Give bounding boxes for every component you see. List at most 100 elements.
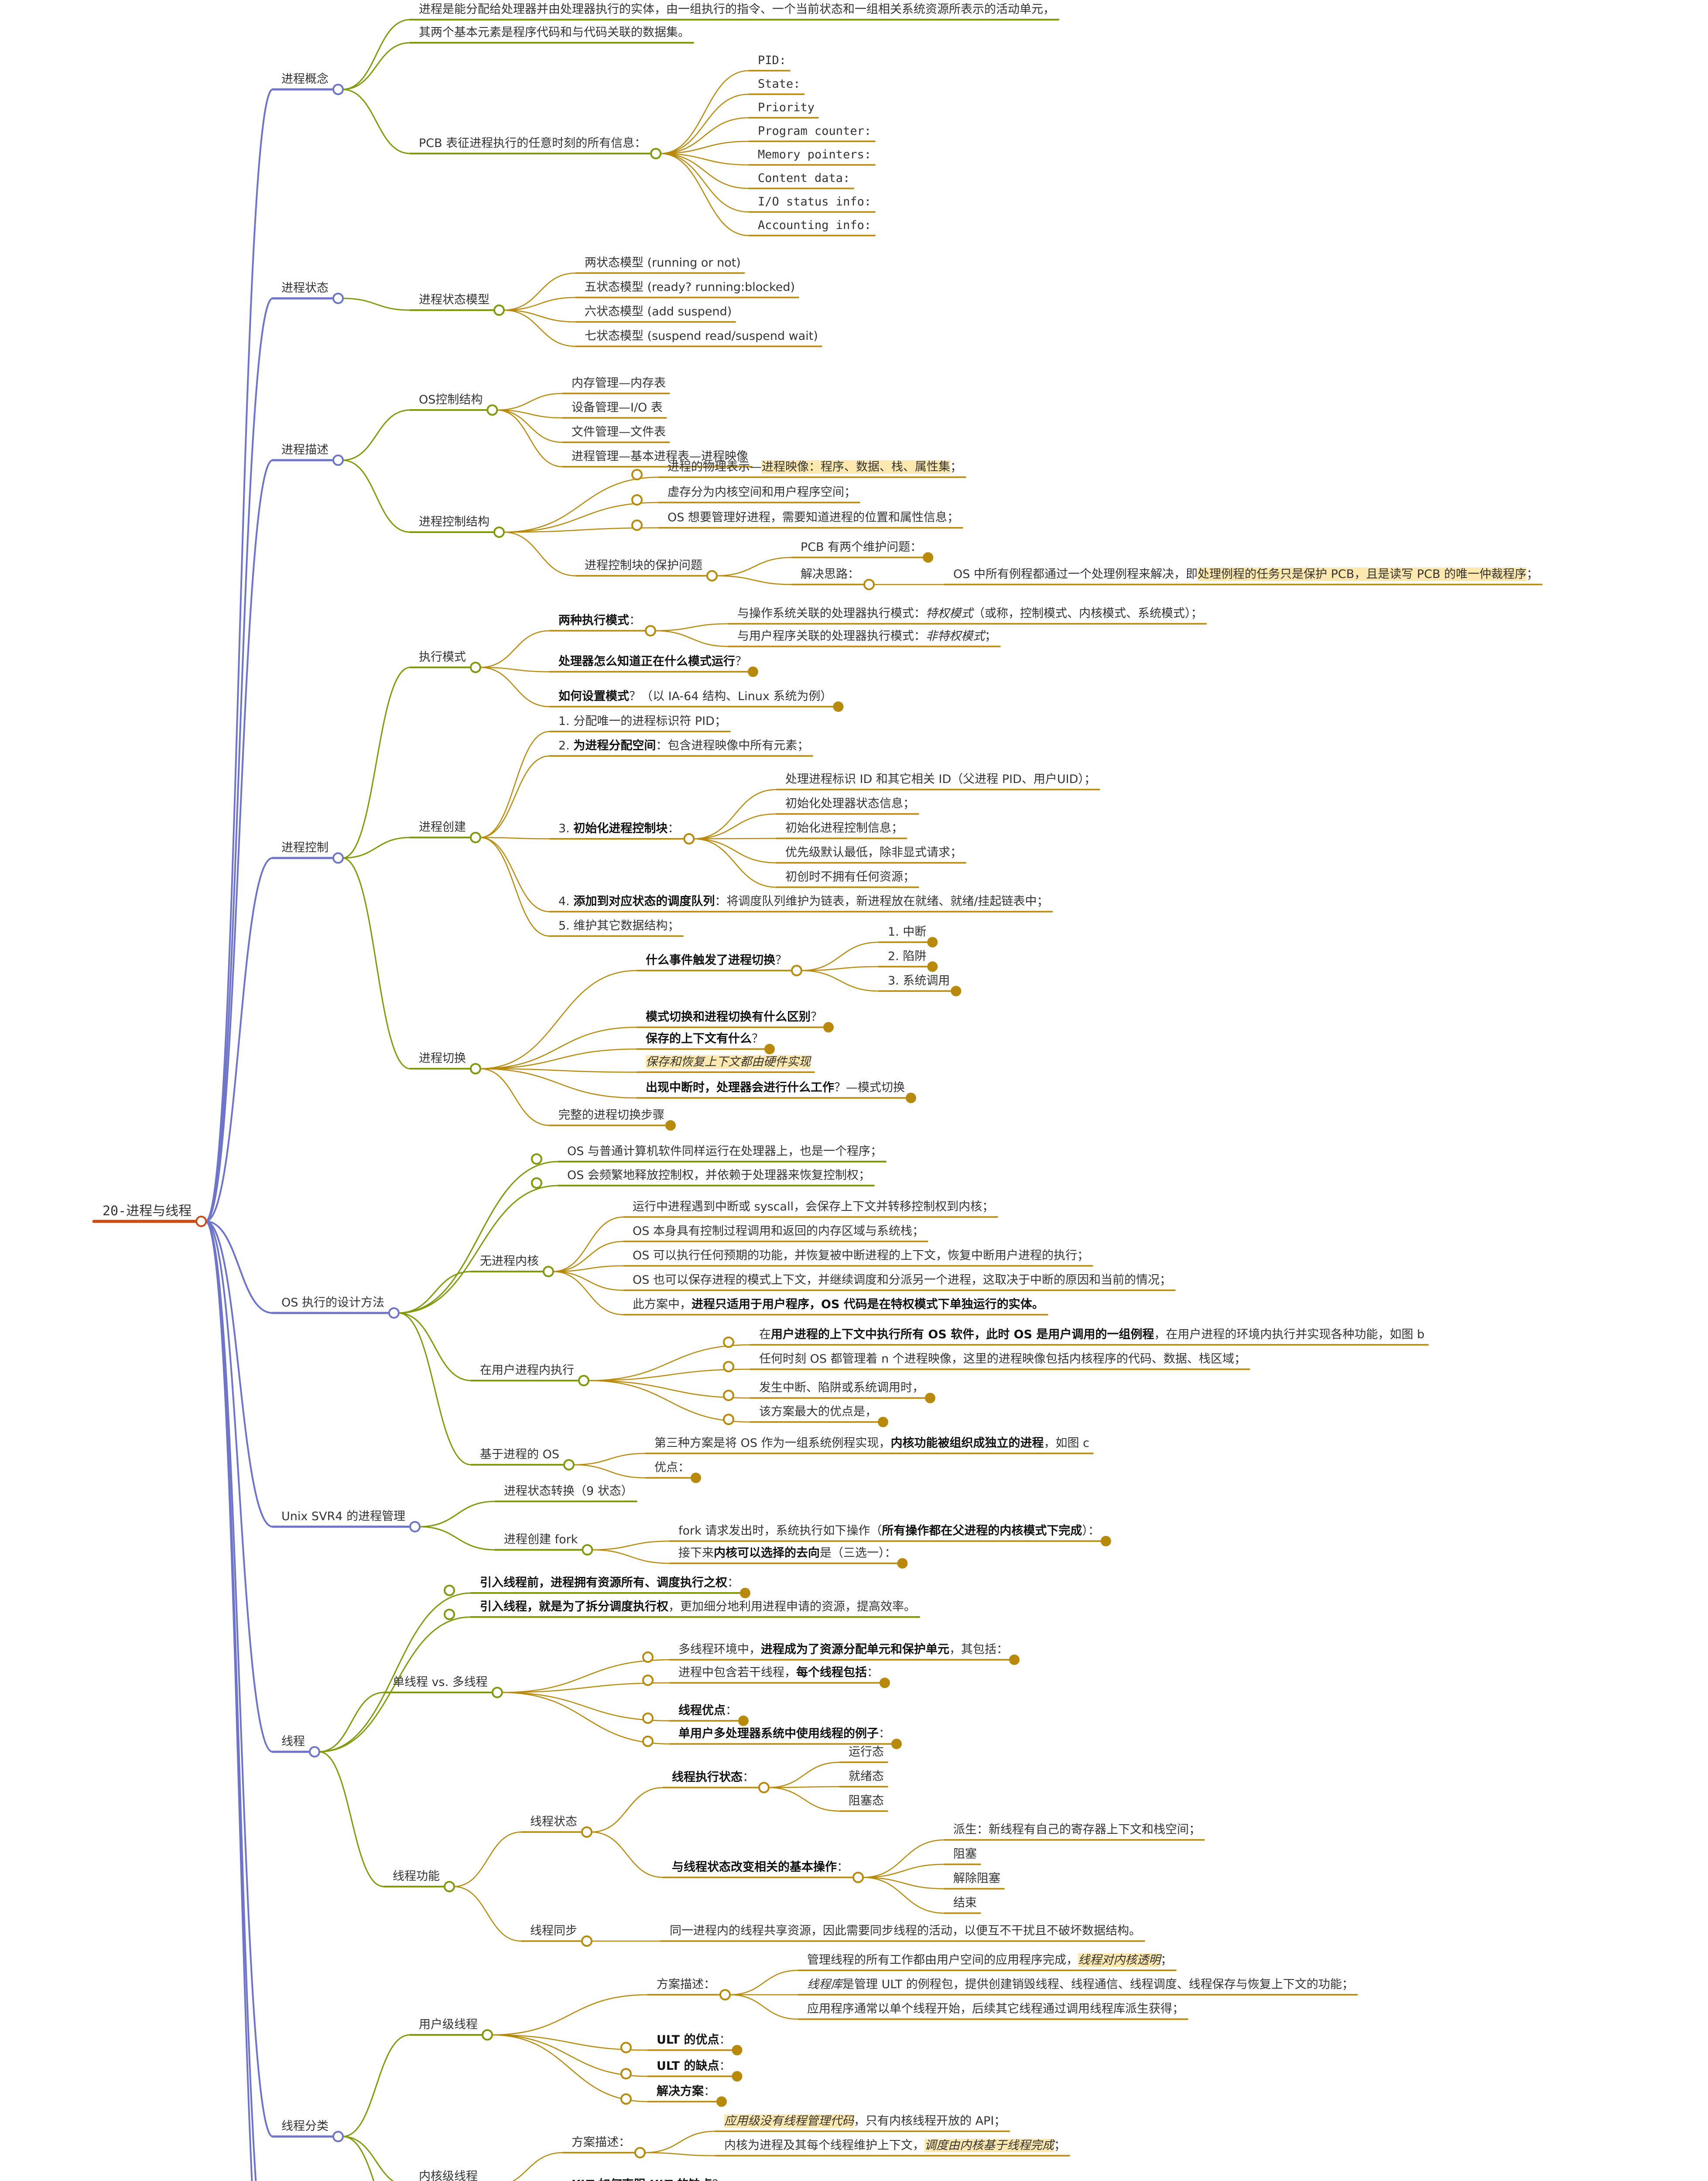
thread-state-ops[interactable]: 与线程状态改变相关的基本操作：	[672, 1860, 849, 1875]
process-based-os-item[interactable]: 第三种方案是将 OS 作为一组系统例程实现，内核功能被组织成独立的进程，如图 c	[654, 1436, 1089, 1451]
thread-exec-states[interactable]: 线程执行状态：	[672, 1770, 754, 1785]
pcb-init-item[interactable]: 优先级默认最低，除非显式请求；	[785, 845, 962, 860]
os-control-structures[interactable]: OS控制结构	[419, 393, 483, 407]
pcb-field[interactable]: Memory pointers:	[758, 147, 871, 162]
fork-item[interactable]: fork 请求发出时，系统执行如下操作（所有操作都在父进程的内核模式下完成）：	[678, 1524, 1100, 1538]
saved-context-question[interactable]: 保存的上下文有什么？	[646, 1032, 763, 1046]
user-process-item[interactable]: 发生中断、陷阱或系统调用时，	[759, 1381, 924, 1395]
creation-step[interactable]: 1. 分配唯一的进程标识符 PID；	[558, 714, 726, 729]
topic-os-execution-design[interactable]: OS 执行的设计方法	[281, 1296, 384, 1310]
process-based-os[interactable]: 基于进程的 OS	[480, 1447, 559, 1462]
nonprocess-kernel-item[interactable]: 此方案中，进程只适用于用户程序，OS 代码是在特权模式下单独运行的实体。	[633, 1297, 1044, 1312]
user-process-item[interactable]: 任何时刻 OS 都管理着 n 个进程映像，这里的进程映像包括内核程序的代码、数据…	[759, 1352, 1246, 1367]
execution-modes[interactable]: 执行模式	[419, 650, 466, 665]
pcb-init-item[interactable]: 处理进程标识 ID 和其它相关 ID（父进程 PID、用户UID）；	[785, 772, 1096, 787]
pcb-field[interactable]: Program counter:	[758, 124, 871, 139]
mode-setting-question[interactable]: 如何设置模式？（以 IA-64 结构、Linux 系统为例）	[558, 689, 832, 704]
ult-scheme-item[interactable]: 应用程序通常以单个线程开始，后续其它线程通过调用线程库派生获得；	[807, 2002, 1184, 2017]
thread-op-item[interactable]: 解除阻塞	[953, 1871, 1000, 1886]
thread-op-item[interactable]: 派生：新线程有自己的寄存器上下文和栈空间；	[953, 1822, 1201, 1837]
pcb-maintenance-issues[interactable]: PCB 有两个维护问题：	[801, 540, 922, 555]
pcb-field[interactable]: State:	[758, 77, 801, 92]
ult-scheme-item[interactable]: 管理线程的所有工作都由用户空间的应用程序完成，线程对内核透明；	[807, 1953, 1172, 1968]
topic-thread-classification[interactable]: 线程分类	[281, 2119, 329, 2134]
concept-elements[interactable]: 其两个基本元素是程序代码和与代码关联的数据集。	[419, 25, 690, 40]
fork-item[interactable]: 接下来内核可以选择的去向是（三选一）：	[678, 1546, 897, 1561]
klt-scheme-item[interactable]: 应用级没有线程管理代码，只有内核线程开放的 API；	[724, 2114, 1006, 2129]
pcb-init-item[interactable]: 初始化处理器状态信息；	[785, 797, 915, 811]
svr4-fork[interactable]: 进程创建 fork	[504, 1532, 578, 1547]
solution-idea[interactable]: 解决思路：	[801, 567, 859, 582]
two-exec-modes[interactable]: 两种执行模式：	[558, 613, 641, 628]
control-table-item[interactable]: 进程管理—基本进程表—进程映像	[572, 449, 748, 464]
topic-process-control[interactable]: 进程控制	[281, 841, 329, 855]
process-control-structures[interactable]: 进程控制结构	[419, 515, 489, 530]
klt-scheme-item[interactable]: 内核为进程及其每个线程维护上下文，调度由内核基于线程完成；	[724, 2138, 1066, 2153]
ult-pros[interactable]: ULT 的优点：	[657, 2033, 731, 2048]
svr4-state-transitions[interactable]: 进程状态转换（9 状态）	[504, 1484, 633, 1499]
user-process-item[interactable]: 该方案最大的优点是，	[759, 1405, 877, 1419]
state-model-item[interactable]: 七状态模型 (suspend read/suspend wait)	[585, 329, 818, 344]
pcb-field[interactable]: Content data:	[758, 171, 850, 186]
thread-functionality[interactable]: 线程功能	[393, 1869, 440, 1884]
solution-detail[interactable]: OS 中所有例程都通过一个处理例程来解决，即处理例程的任务只是保护 PCB，且是…	[953, 567, 1538, 582]
multithread-item[interactable]: 单用户多处理器系统中使用线程的例子：	[678, 1726, 890, 1741]
state-model-item[interactable]: 五状态模型 (ready? running:blocked)	[585, 280, 795, 295]
nonprocess-kernel-item[interactable]: 运行中进程遇到中断或 syscall，会保存上下文并转移控制权到内核；	[633, 1200, 994, 1214]
process-creation[interactable]: 进程创建	[419, 820, 466, 835]
state-model-item[interactable]: 两状态模型 (running or not)	[585, 256, 741, 270]
concept-definition[interactable]: 进程是能分配给处理器并由处理器执行的实体，由一组执行的指令、一个当前状态和一组相…	[419, 2, 1055, 17]
creation-step[interactable]: 4. 添加到对应状态的调度队列：将调度队列维护为链表，新进程放在就绪、就绪/挂起…	[558, 894, 1048, 909]
root-node[interactable]: 20-进程与线程	[103, 1204, 192, 1219]
single-vs-multi-thread[interactable]: 单线程 vs. 多线程	[393, 1675, 488, 1690]
pcb-field[interactable]: Priority	[758, 100, 815, 115]
execute-within-user-process[interactable]: 在用户进程内执行	[480, 1363, 574, 1378]
thread-sync[interactable]: 线程同步	[530, 1924, 577, 1938]
state-models[interactable]: 进程状态模型	[419, 293, 489, 308]
topic-process-state[interactable]: 进程状态	[281, 281, 329, 296]
ult-scheme-item[interactable]: 线程库是管理 ULT 的例程包，提供创建销毁线程、线程通信、线程调度、线程保存与…	[807, 1977, 1354, 1992]
multithread-item[interactable]: 进程中包含若干线程，每个线程包括：	[678, 1665, 879, 1680]
nonprocess-kernel[interactable]: 无进程内核	[480, 1254, 539, 1269]
pcb-field[interactable]: I/O status info:	[758, 195, 871, 209]
os-manage-note[interactable]: OS 想要管理好进程，需要知道进程的位置和属性信息；	[667, 510, 959, 525]
nonprocess-kernel-item[interactable]: OS 可以执行任何预期的功能，并恢复被中断进程的上下文，恢复中断用户进程的执行；	[633, 1248, 1089, 1263]
os-is-program[interactable]: OS 与普通计算机软件同样运行在处理器上，也是一个程序；	[567, 1144, 882, 1159]
thread-states[interactable]: 线程状态	[530, 1815, 577, 1829]
nonprocess-kernel-item[interactable]: OS 也可以保存进程的模式上下文，并继续调度和分派另一个进程，这取决于中断的原因…	[633, 1273, 1171, 1288]
thread-state-item[interactable]: 运行态	[849, 1745, 884, 1760]
pcb-init-item[interactable]: 初创时不拥有任何资源；	[785, 870, 915, 885]
unprivileged-mode[interactable]: 与用户程序关联的处理器执行模式：非特权模式；	[737, 629, 996, 644]
user-process-item[interactable]: 在用户进程的上下文中执行所有 OS 软件，此时 OS 是用户调用的一组例程，在用…	[759, 1327, 1424, 1342]
mode-detection-question[interactable]: 处理器怎么知道正在什么模式运行？	[558, 654, 747, 669]
thread-op-item[interactable]: 结束	[953, 1896, 977, 1911]
hardware-context-note[interactable]: 保存和恢复上下文都由硬件实现	[646, 1055, 811, 1070]
mode-vs-process-switch[interactable]: 模式切换和进程切换有什么区别？	[646, 1010, 822, 1025]
user-level-threads[interactable]: 用户级线程	[419, 2017, 478, 2032]
control-table-item[interactable]: 设备管理—I/O 表	[572, 400, 663, 415]
topic-unix-svr4[interactable]: Unix SVR4 的进程管理	[281, 1509, 405, 1524]
topic-process-description[interactable]: 进程描述	[281, 443, 329, 458]
process-switching[interactable]: 进程切换	[419, 1051, 466, 1066]
interrupt-work-question[interactable]: 出现中断时，处理器会进行什么工作？—模式切换	[646, 1080, 905, 1095]
switch-trigger-question[interactable]: 什么事件触发了进程切换？	[646, 953, 787, 968]
thread-intro-item[interactable]: 引入线程前，进程拥有资源所有、调度执行之权：	[480, 1576, 739, 1590]
control-table-item[interactable]: 文件管理—文件表	[572, 425, 666, 440]
creation-step[interactable]: 2. 为进程分配空间：包含进程映像中所有元素；	[558, 738, 809, 753]
state-model-item[interactable]: 六状态模型 (add suspend)	[585, 304, 732, 319]
process-image-note[interactable]: 进程的物理表示—进程映像：程序、数据、栈、属性集；	[667, 460, 962, 475]
pcb-field[interactable]: Accounting info:	[758, 218, 871, 233]
privileged-mode[interactable]: 与操作系统关联的处理器执行模式：特权模式（或称，控制模式、内核模式、系统模式）；	[737, 606, 1203, 621]
thread-op-item[interactable]: 阻塞	[953, 1847, 977, 1862]
topic-process-concept[interactable]: 进程概念	[281, 72, 329, 87]
klt-overcome-ult[interactable]: KLT 如何克服 ULT 的缺点？	[572, 2178, 724, 2181]
control-table-item[interactable]: 内存管理—内存表	[572, 376, 666, 391]
process-based-os-item[interactable]: 优点：	[654, 1460, 690, 1475]
nonprocess-kernel-item[interactable]: OS 本身具有控制过程调用和返回的内存区域与系统栈；	[633, 1224, 924, 1239]
multithread-item[interactable]: 多线程环境中，进程成为了资源分配单元和保护单元，其包括：	[678, 1642, 1008, 1657]
thread-sync-note[interactable]: 同一进程内的线程共享资源，因此需要同步线程的活动，以便互不干扰且不破坏数据结构。	[670, 1924, 1141, 1938]
creation-step[interactable]: 3. 初始化进程控制块：	[558, 821, 679, 836]
ult-solution[interactable]: 解决方案：	[657, 2084, 715, 2099]
os-releases-control[interactable]: OS 会频繁地释放控制权，并依赖于处理器来恢复控制权；	[567, 1168, 870, 1183]
thread-intro-item[interactable]: 引入线程，就是为了拆分调度执行权，更加细分地利用进程申请的资源，提高效率。	[480, 1600, 916, 1614]
